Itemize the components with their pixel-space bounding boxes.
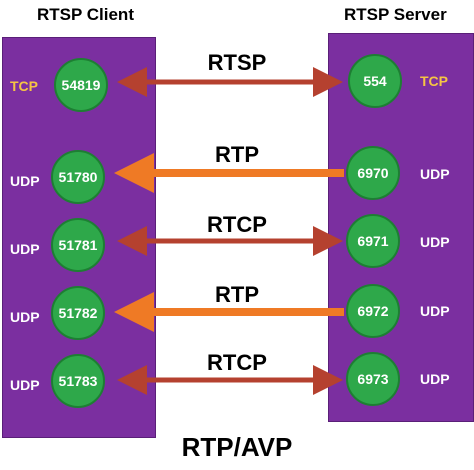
client-port-3: 51782	[51, 286, 105, 340]
client-port-4: 51783	[51, 354, 105, 408]
server-protocol-4: UDP	[420, 371, 450, 387]
client-port-1: 51780	[51, 150, 105, 204]
link-label-rtp-1: RTP	[215, 142, 259, 167]
server-protocol-0: TCP	[420, 73, 448, 89]
server-protocol-3: UDP	[420, 303, 450, 319]
server-protocol-1: UDP	[420, 166, 450, 182]
server-port-3: 6972	[346, 284, 400, 338]
client-protocol-1: UDP	[10, 173, 40, 189]
client-title: RTSP Client	[37, 5, 134, 24]
link-label-rtcp-2: RTCP	[207, 350, 267, 375]
server-title: RTSP Server	[344, 5, 447, 24]
server-port-4: 6973	[346, 352, 400, 406]
client-protocol-0: TCP	[10, 78, 38, 94]
link-label-rtp-2: RTP	[215, 282, 259, 307]
server-protocol-2: UDP	[420, 234, 450, 250]
client-protocol-3: UDP	[10, 309, 40, 325]
server-port-1: 6970	[346, 146, 400, 200]
client-protocol-4: UDP	[10, 377, 40, 393]
client-port-2: 51781	[51, 218, 105, 272]
server-port-0: 554	[348, 54, 402, 108]
link-label-rtcp-1: RTCP	[207, 212, 267, 237]
footer-title: RTP/AVP	[181, 432, 293, 462]
server-port-2: 6971	[346, 214, 400, 268]
link-label-rtsp: RTSP	[207, 50, 267, 75]
client-port-0: 54819	[54, 58, 108, 112]
client-protocol-2: UDP	[10, 241, 40, 257]
